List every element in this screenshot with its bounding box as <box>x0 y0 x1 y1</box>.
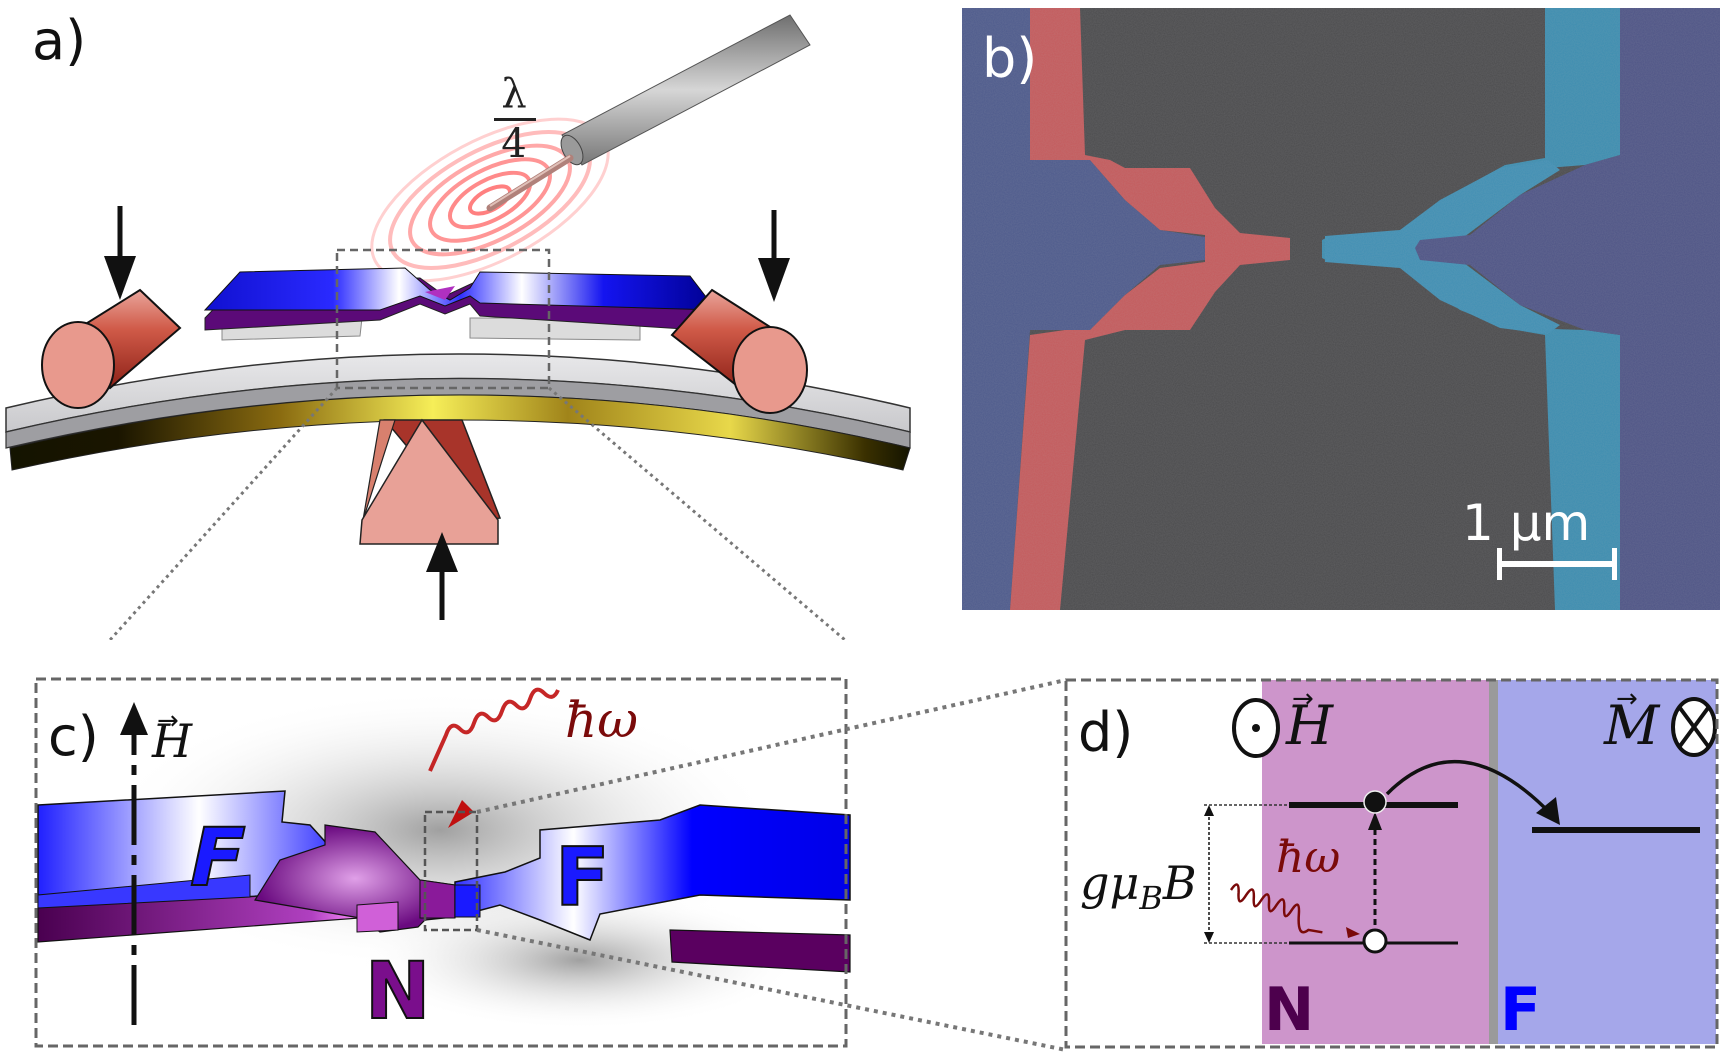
magnetization-vector-arrow: → <box>1616 684 1638 714</box>
knife-edge-support <box>359 418 502 545</box>
photon-wiggle-c <box>428 687 560 828</box>
device-ferromagnet-strip <box>203 267 718 331</box>
region-N-label: N <box>1264 975 1315 1045</box>
zoom-box-c <box>423 810 479 932</box>
zeeman-splitting-arrow <box>1204 805 1214 943</box>
field-arrow-H <box>120 702 148 1025</box>
panel-a-label: a) <box>32 9 87 72</box>
scale-bar-tick-right <box>1612 548 1617 580</box>
cylinder-right <box>670 288 808 414</box>
force-arrow-bottom <box>426 532 458 620</box>
zoom-box-a <box>335 248 551 390</box>
ferromagnet-left-label: F <box>180 812 254 905</box>
bending-substrate <box>5 353 911 471</box>
panel-b-label: b) <box>982 27 1038 90</box>
field-label-c: H <box>152 714 193 768</box>
ferromagnet-right <box>454 804 851 941</box>
field-vector-arrow-d: → <box>1292 684 1314 714</box>
zeeman-sub: B <box>1139 879 1163 918</box>
normal-metal-layer-right <box>669 929 851 973</box>
force-arrow-left <box>104 206 136 300</box>
zeeman-g: g <box>1080 856 1110 910</box>
panel-d-label: d) <box>1078 701 1134 764</box>
normal-metal-label: N <box>365 947 430 1037</box>
fraction-bar <box>494 118 536 121</box>
cylinder-left <box>41 288 182 409</box>
panel-c-label: c) <box>48 705 99 768</box>
panel-a-illustration <box>5 14 911 640</box>
zoom-line-a-left <box>108 386 339 640</box>
sem-red-electrode <box>1010 8 1290 610</box>
scale-bar-label: 1 µm <box>1462 494 1591 552</box>
scale-bar <box>1497 561 1617 567</box>
ferromagnet-right-label: F <box>555 831 610 924</box>
zeeman-B: B <box>1162 856 1197 910</box>
sem-cyan-center <box>1325 160 1560 334</box>
region-F-label: F <box>1500 975 1541 1045</box>
field-vector-arrow-c: → <box>157 706 179 736</box>
photon-label-d: ħω <box>1276 832 1341 883</box>
zeeman-mu: μ <box>1109 856 1140 910</box>
photon-label-c: ħω <box>565 691 638 749</box>
scale-bar-tick-left <box>1497 548 1502 580</box>
force-arrow-right <box>758 210 790 302</box>
interface-line <box>1489 680 1498 1044</box>
antenna-denominator: 4 <box>501 121 527 167</box>
magnetization-label: M <box>1604 694 1660 757</box>
field-label-d: H <box>1286 694 1334 757</box>
zoom-line-a-right <box>548 386 846 640</box>
coax-antenna <box>486 14 811 212</box>
ferromagnet-left <box>37 790 361 903</box>
antenna-lambda: λ <box>501 71 527 117</box>
sem-blue-electrode-left <box>962 8 1205 610</box>
normal-metal-layer-left <box>37 879 361 943</box>
normal-metal-center <box>254 824 456 933</box>
zeeman-energy-label: gμBB <box>1080 860 1197 914</box>
zoom-line-c-bottom <box>476 928 1067 1052</box>
